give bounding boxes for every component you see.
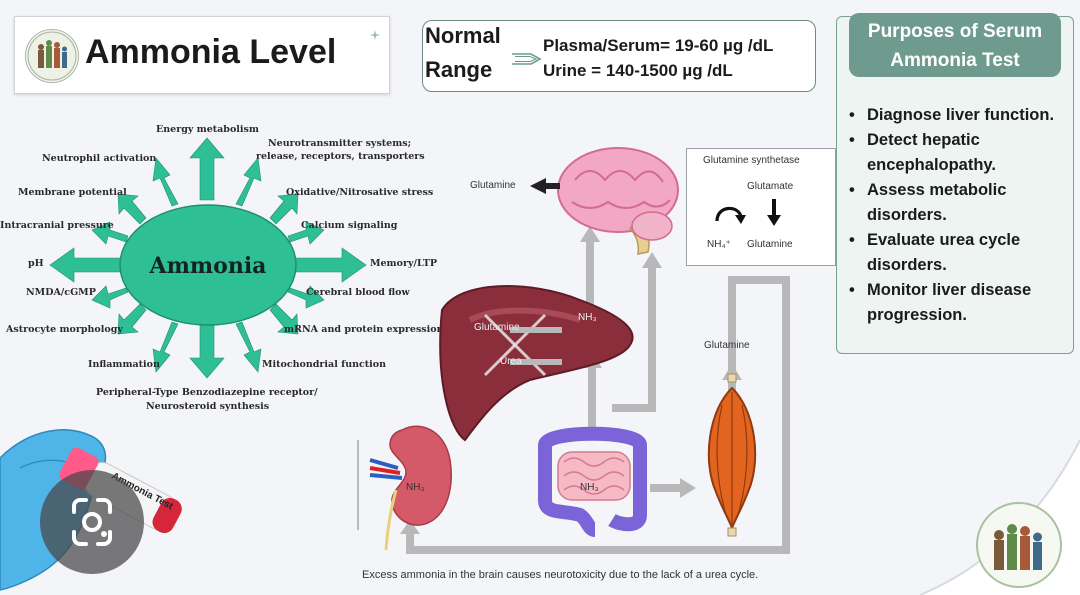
normal-range-label-2: Range [425,57,493,82]
intestine-illustration [538,426,647,537]
arrow-up-right-1 [235,157,262,207]
effect-mrna: mRNA and protein expression [284,324,444,335]
effect-mitochondrial: Mitochondrial function [262,359,387,370]
diagram-caption: Excess ammonia in the brain causes neuro… [362,569,759,581]
effect-calcium: Calcium signaling [301,220,398,231]
ammonia-center-label: Ammonia [149,253,267,279]
curved-arrow-icon [713,199,747,225]
arrow-down-right-1 [235,321,262,373]
arrow-right-up [287,221,325,245]
arrow-right [293,247,367,283]
arrowhead-right-brain [642,252,662,268]
arrowhead-kidney [400,520,420,534]
list-item: Detect hepatic encephalopathy. [847,128,1073,178]
effect-peripheral-1: Peripheral-Type Benzodiazepine receptor/ [96,387,318,398]
purposes-heading-line2: Ammonia Test [890,50,1020,71]
list-item: Diagnose liver function. [847,103,1073,128]
effect-inflammation: Inflammation [88,359,160,370]
list-item: Monitor liver disease progression. [847,278,1073,328]
normal-range-label-1: Normal [425,23,501,48]
list-item: Assess metabolic disorders. [847,178,1073,228]
camera-lens-button[interactable] [40,470,144,574]
arrow-left-down [91,285,129,309]
arrow-down-icon [767,199,781,227]
gs-glutamine: Glutamine [747,239,793,250]
arrow-down-left-2 [117,303,147,335]
camera-lens-icon [72,498,112,546]
effect-energy: Energy metabolism [156,124,259,135]
brand-logo-icon [974,500,1064,590]
effect-memory: Memory/LTP [370,258,438,269]
flow-right-to-brain [612,265,656,412]
ammonia-radial-diagram: Ammonia [49,137,367,379]
sparkle-icon [370,25,380,40]
liver-nh3-label: NH₃ [578,312,597,323]
ammonia-ellipse [119,204,297,326]
purposes-card: Purposes of Serum Ammonia Test Diagnose … [836,13,1074,354]
purposes-heading-line1: Purposes of Serum [867,21,1043,42]
arrow-down-left-1 [152,321,179,373]
page-title: Ammonia Level [85,33,337,71]
liver-glutamine-label: Glutamine [474,322,520,333]
effect-neutrophil: Neutrophil activation [42,153,157,164]
arrowhead-brain [580,226,600,242]
effect-peripheral-2: Neurosteroid synthesis [146,401,270,412]
logo-icon [25,29,79,83]
gs-nh4: NH₄⁺ [707,239,731,250]
gs-title: Glutamine synthetase [703,155,800,166]
purposes-heading: Purposes of Serum Ammonia Test [849,13,1061,77]
gut-nh3-label: NH₃ [580,482,599,493]
effect-nmda: NMDA/cGMP [26,287,96,298]
effect-intracranial: Intracranial pressure [0,220,114,231]
glutamine-synthetase-box: Glutamine synthetase Glutamate NH₄⁺ Glut… [686,148,836,266]
arrowhead-muscle [680,478,696,498]
plasma-range: Plasma/Serum= 19-60 µg /dL [543,36,774,55]
title-card: Ammonia Level [14,16,390,94]
effect-neurotransmitter-1: Neurotransmitter systems; [268,138,412,149]
arrowhead-muscle-up [722,364,742,380]
effect-astrocyte: Astrocyte morphology [6,324,123,335]
urine-range: Urine = 140-1500 µg /dL [543,61,733,80]
arrow-up-right-2 [269,193,299,225]
kidney-illustration [357,425,452,551]
normal-range-card: Normal Range Plasma/Serum= 19-60 µg /dL … [422,20,816,92]
brain-illustration [557,147,679,255]
effect-oxidative: Oxidative/Nitrosative stress [286,187,434,198]
gs-glutamate: Glutamate [747,181,794,192]
muscle-illustration [707,373,757,537]
list-item: Evaluate urea cycle disorders. [847,228,1073,278]
arrow-right-down [287,285,325,309]
arrow-down-right-2 [269,303,299,335]
arrow-left-up [91,221,129,245]
liver-illustration [439,285,634,442]
arrow-up [189,137,225,201]
arrow-up-left-2 [117,193,147,225]
arrow-up-left-1 [152,157,179,207]
flow-muscle-loop [406,276,790,554]
liver-urea-label: Urea [500,356,522,367]
arrow-right-icon [511,51,543,67]
purposes-list: Diagnose liver function. Detect hepatic … [847,103,1073,328]
arrow-left-icon [530,178,560,194]
effect-cerebral: Cerebral blood flow [306,287,410,298]
arrow-left [49,247,123,283]
muscle-glutamine-label: Glutamine [704,340,750,351]
pathway-diagram [357,147,790,554]
effect-ph: pH [28,258,44,269]
effect-neurotransmitter-2: release, receptors, transporters [256,151,425,162]
effect-membrane: Membrane potential [18,187,127,198]
brain-glutamine-label: Glutamine [470,180,516,191]
kidney-nh3-label: NH₃ [406,482,425,493]
